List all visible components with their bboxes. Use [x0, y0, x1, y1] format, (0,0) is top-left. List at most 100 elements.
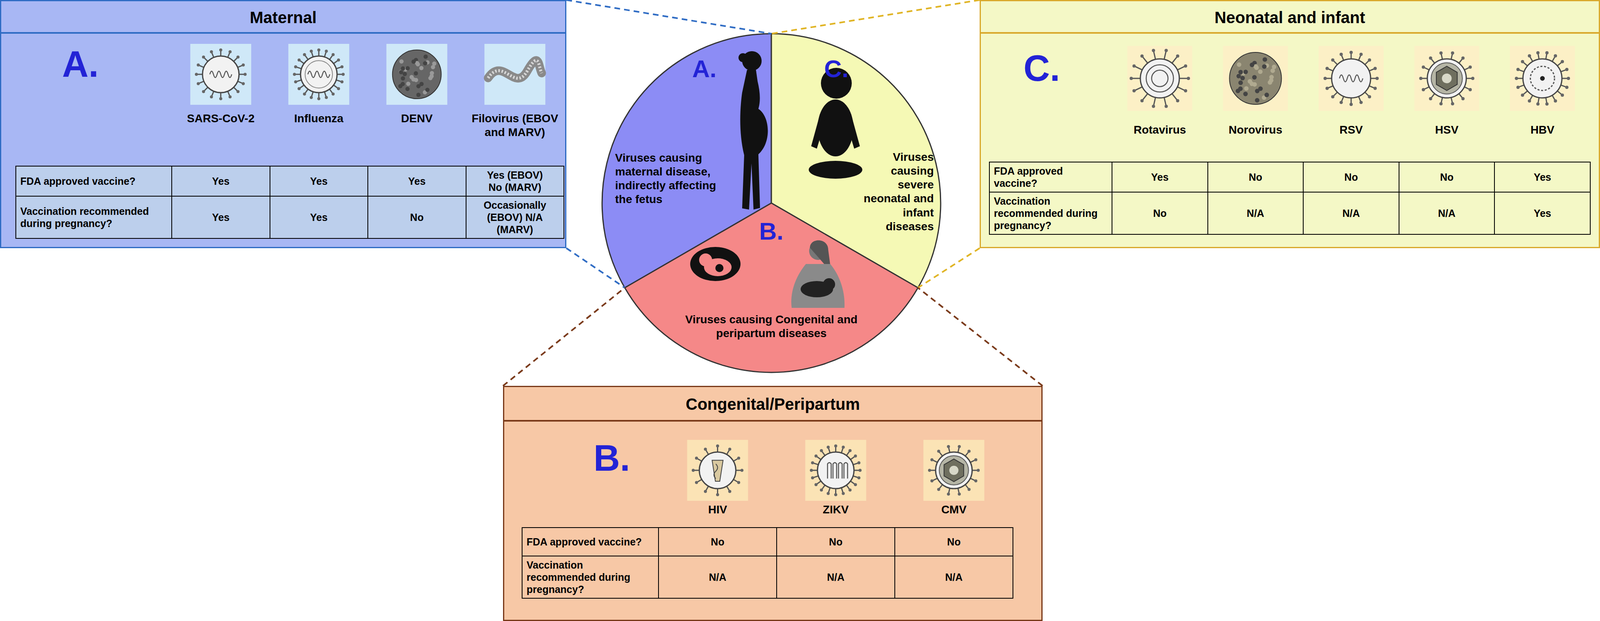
- spike-tip: [819, 449, 823, 453]
- table: FDA approved vaccine?NoNoNoVaccination r…: [521, 526, 1014, 599]
- spike-tip: [857, 476, 861, 480]
- genome-loop: [833, 462, 837, 479]
- panel: Congenital/PeripartumB.HIVZIKVCMVFDA app…: [503, 385, 1043, 621]
- panel-title: Congenital/Peripartum: [504, 386, 1042, 422]
- arms: [811, 113, 860, 149]
- icon-tile: [805, 439, 867, 501]
- spike-tip: [691, 468, 696, 472]
- surface-dot: [419, 82, 424, 87]
- tegument: [1431, 62, 1463, 95]
- spike-tip: [811, 476, 815, 480]
- spike-tip: [241, 63, 245, 67]
- hair-bun: [738, 53, 748, 63]
- table-cell: Yes: [1494, 192, 1590, 234]
- virus-name: DENV: [362, 111, 472, 126]
- capsid: [1530, 66, 1555, 91]
- row-header-cell: FDA approved vaccine?: [16, 166, 172, 196]
- spike-tip: [1553, 99, 1557, 103]
- spike-tip: [1176, 99, 1180, 103]
- spike-tip: [928, 468, 932, 472]
- surface-dot: [1243, 91, 1248, 97]
- surface-dot: [423, 60, 428, 66]
- surface-dot: [405, 86, 410, 92]
- spike-tip: [703, 447, 708, 451]
- row-header-cell: FDA approved vaccine?: [989, 162, 1112, 192]
- virus-name: RSV: [1296, 123, 1406, 137]
- spike-tip: [976, 468, 981, 472]
- table-cell: N/A: [895, 556, 1013, 598]
- table-cell: Yes: [368, 166, 466, 196]
- spike-tip: [1132, 64, 1136, 68]
- spike-tip: [946, 444, 951, 449]
- spike-tip: [1323, 76, 1327, 80]
- spike-tip: [1536, 102, 1540, 106]
- spike-tip: [740, 468, 744, 472]
- spike-tip: [814, 454, 818, 458]
- dashed-connector: [566, 0, 772, 288]
- spike-tip: [194, 72, 199, 76]
- sector-letter: B.: [759, 219, 784, 244]
- capsid-cone: [712, 459, 724, 482]
- spike-tip: [1349, 102, 1353, 106]
- spike-tip: [703, 489, 708, 493]
- spike-tip: [1151, 48, 1156, 52]
- spike-tip: [1439, 51, 1443, 55]
- icon-tile: [1318, 45, 1384, 111]
- spike-tip: [1325, 86, 1329, 90]
- spike-tip: [340, 80, 344, 84]
- virus-envelope: [1522, 58, 1562, 98]
- body: [791, 263, 845, 308]
- surface-dot: [1236, 73, 1241, 79]
- virus-envelope: [300, 56, 337, 93]
- spike-tip: [1375, 76, 1379, 80]
- spike-tip: [1451, 101, 1455, 106]
- genome-squiggle: [307, 71, 330, 78]
- virus-name: Rotavirus: [1105, 123, 1215, 137]
- spike-tip: [1439, 101, 1443, 106]
- spike-tip: [1545, 102, 1549, 106]
- icon-tile: [1222, 45, 1288, 111]
- surface-dot: [419, 65, 424, 71]
- spike-tip: [1349, 50, 1353, 54]
- surface-dot: [411, 77, 416, 82]
- spike-tip: [1164, 48, 1168, 52]
- spike-tip: [309, 95, 314, 100]
- surface-dot: [1249, 62, 1255, 67]
- spike-tip: [819, 488, 823, 492]
- spike-tip: [1325, 66, 1329, 71]
- table-cell: N/A: [658, 556, 777, 598]
- spike-tip: [1176, 54, 1180, 58]
- row-header-cell: Vaccination recommended during pregnancy…: [16, 196, 172, 238]
- spike-tip: [1461, 97, 1465, 101]
- spike-tip: [1461, 56, 1465, 60]
- spike-tip: [1129, 76, 1133, 80]
- spike-tip: [219, 48, 223, 52]
- spike-tip: [811, 461, 815, 465]
- virus-sphere: [1229, 52, 1282, 105]
- spike-tip: [228, 95, 232, 99]
- surface-dot: [1258, 86, 1263, 91]
- baby-head: [822, 278, 836, 291]
- spike-tip: [297, 87, 301, 91]
- fetus-head: [699, 253, 713, 267]
- icon-tile: [923, 439, 985, 501]
- sector-text: Viruses causing Congenital and peripartu…: [673, 312, 869, 341]
- spike-tip: [1545, 51, 1549, 55]
- virus-name: HSV: [1392, 123, 1502, 137]
- legs: [808, 160, 863, 179]
- virus-name: CMV: [899, 502, 1009, 517]
- icon-tile: [288, 43, 350, 105]
- spike-tip: [1527, 54, 1531, 58]
- spike-tip: [1516, 85, 1520, 89]
- pie-sector-label: B. Viruses causing Congenital and peripar…: [673, 219, 869, 366]
- dashed-connector: [771, 0, 980, 288]
- spike-tip: [340, 65, 344, 69]
- spike-tip: [196, 63, 201, 67]
- spike-tip: [1164, 104, 1168, 108]
- icon-tile: [484, 43, 546, 105]
- surface-dot: [1262, 64, 1267, 69]
- virus-envelope: [202, 56, 240, 93]
- filovirus-body: [487, 60, 542, 79]
- spike-tip: [853, 454, 858, 458]
- spike-tip: [317, 97, 321, 101]
